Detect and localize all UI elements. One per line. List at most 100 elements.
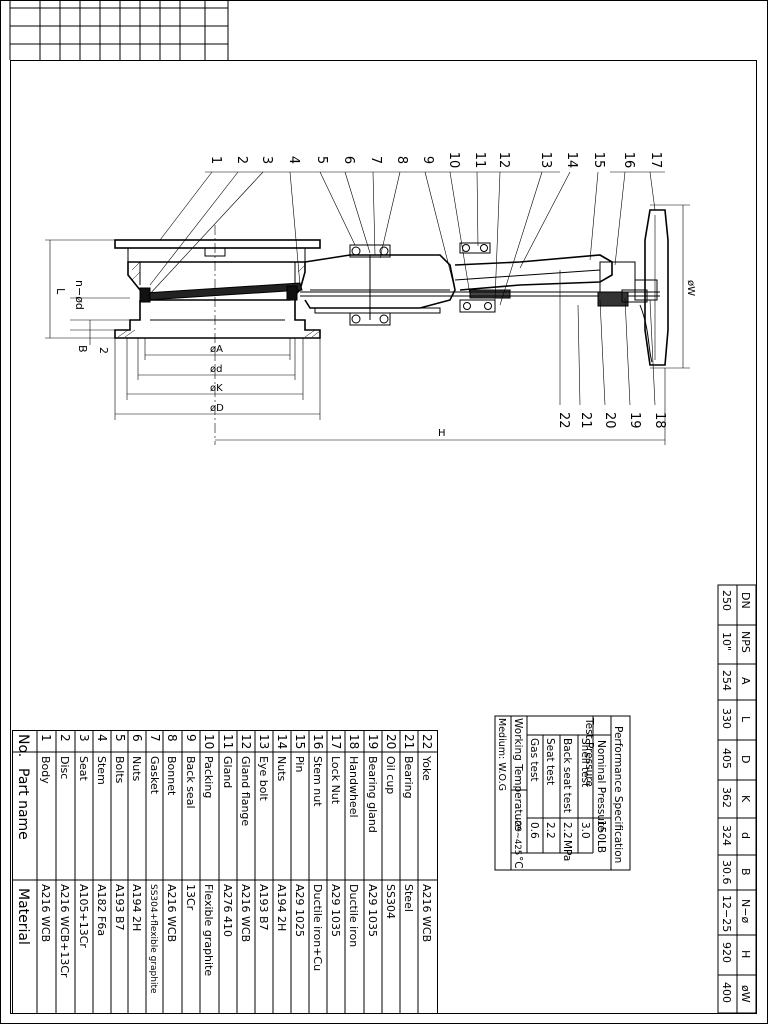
- valve-drawing: [114, 209, 669, 445]
- spec-row-3-name: Gas test: [528, 738, 540, 782]
- bonnet: [304, 254, 456, 309]
- parts-row-21-no: 21: [402, 734, 416, 749]
- parts-row-13-material: A193 B7: [257, 884, 270, 931]
- parts-row-4-no: 4: [95, 734, 109, 742]
- dimension-table: DN NPS A L D K d B N−ø H øW 250 10" 254 …: [717, 584, 757, 1014]
- dim-table-header-K: K: [739, 795, 752, 803]
- parts-list-table: No. Part name Material: [12, 730, 438, 1014]
- parts-row-12-name: Gland flange: [239, 756, 252, 826]
- balloon-22: 22: [556, 412, 571, 429]
- balloon-12: 12: [496, 152, 511, 169]
- parts-row-5-no: 5: [113, 734, 127, 742]
- balloon-3: 3: [259, 156, 274, 164]
- parts-row-17-no: 17: [329, 734, 343, 749]
- spec-medium: Medium: W.O.G: [496, 718, 507, 791]
- balloon-16: 16: [621, 152, 636, 169]
- parts-row-18-name: Handwheel: [347, 756, 360, 818]
- spec-title: Performance Specification: [612, 726, 624, 863]
- spec-test-label: Test Pressure: [583, 717, 595, 787]
- parts-row-16-name: Stem nut: [311, 756, 324, 807]
- balloon-21: 21: [578, 412, 593, 429]
- dim-table-value-DN: 250: [720, 590, 733, 611]
- dim-W: øW: [685, 280, 696, 296]
- spec-nominal-label: Nominal Pressure: [595, 740, 607, 832]
- parts-row-7-name: Gasket: [148, 756, 161, 795]
- dim-table-value-NPS: 10": [720, 632, 733, 651]
- dim-table-value-D: 405: [720, 748, 733, 769]
- parts-row-19-name: Bearing gland: [366, 756, 379, 833]
- dim-table-value-A: 254: [720, 670, 733, 691]
- parts-row-6-no: 6: [130, 734, 144, 742]
- parts-row-10-material: Flexible graphite: [202, 884, 215, 976]
- dim-table-header-L: L: [739, 716, 752, 723]
- parts-row-8-material: A216 WCB: [165, 884, 178, 942]
- dim-table-value-d: 324: [720, 825, 733, 846]
- eye-bolt-upper: [459, 242, 491, 254]
- parts-row-15-material: A29 1025: [293, 884, 306, 937]
- parts-row-3-name: Seat: [77, 756, 90, 781]
- parts-row-8-name: Bonnet: [165, 756, 178, 796]
- parts-row-11-material: A276 410: [221, 884, 234, 937]
- disc-wedge: [144, 282, 303, 301]
- dim-L: L: [54, 288, 67, 295]
- balloon-11: 11: [472, 152, 487, 169]
- dim-D: øD: [210, 403, 224, 414]
- parts-header-material: Material: [15, 888, 31, 945]
- parts-row-22-material: A216 WCB: [420, 884, 433, 942]
- parts-row-1-name: Body: [39, 756, 52, 784]
- spec-row-2-name: Seat test: [544, 738, 556, 785]
- parts-row-6-name: Nuts: [130, 756, 143, 782]
- bonnet-bolt-lower: [349, 312, 391, 326]
- yoke: [454, 254, 613, 291]
- balloon-20: 20: [602, 412, 617, 429]
- parts-row-14-no: 14: [275, 734, 289, 749]
- parts-row-3-material: A105+13Cr: [77, 884, 90, 948]
- spec-temp-unit: °C: [512, 856, 524, 869]
- dim-B: B: [76, 345, 89, 353]
- dim-table-header-DN: DN: [739, 592, 752, 609]
- balloon-10: 10: [446, 152, 461, 169]
- parts-row-18-no: 18: [347, 734, 361, 749]
- spec-nominal-value: 150LB: [595, 820, 607, 853]
- parts-row-16-no: 16: [311, 734, 325, 749]
- dim-table-header-D: D: [739, 755, 752, 763]
- parts-row-20-material: SS304: [384, 884, 397, 919]
- dim-table-header-N: N−ø: [739, 899, 752, 923]
- dim-table-header-NPS: NPS: [739, 631, 752, 653]
- dim-B-val: 2: [97, 347, 110, 354]
- balloon-15: 15: [591, 152, 606, 169]
- parts-row-20-no: 20: [384, 734, 398, 749]
- balloon-13: 13: [538, 152, 553, 169]
- dim-table-value-N: 12−25: [720, 895, 733, 932]
- title-grid: [9, 0, 229, 60]
- parts-row-12-material: A216 WCB: [239, 884, 252, 942]
- dimensions: L n−ød B 2 øA ød øK øD H: [45, 204, 696, 445]
- spec-row-2-value: 2.2: [544, 822, 556, 839]
- balloon-8: 8: [394, 156, 409, 164]
- parts-row-10-name: Packing: [202, 756, 215, 798]
- spec-row-1-name: Back seat test: [561, 738, 573, 813]
- parts-row-12-no: 12: [239, 734, 253, 749]
- dim-n-od: n−ød: [73, 280, 86, 310]
- parts-row-4-material: A182 F6a: [95, 884, 108, 936]
- parts-row-2-material: A216 WCB+13Cr: [58, 884, 71, 978]
- parts-row-15-name: Pin: [293, 756, 306, 772]
- body-flange-bottom: [114, 300, 321, 339]
- parts-row-19-material: A29 1035: [366, 884, 379, 937]
- parts-row-21-material: Steel: [402, 884, 415, 912]
- parts-row-8-no: 8: [165, 734, 179, 742]
- balloon-17: 17: [648, 152, 663, 169]
- dim-d: ød: [210, 364, 222, 375]
- balloon-9: 9: [420, 156, 435, 164]
- parts-row-20-name: Oil cup: [384, 756, 397, 794]
- parts-row-22-no: 22: [420, 734, 434, 749]
- parts-row-21-name: Bearing: [402, 756, 415, 799]
- parts-row-18-material: Ductile iron: [347, 884, 360, 947]
- dim-table-value-W: 400: [720, 982, 733, 1003]
- dim-table-value-B: 30.6: [720, 860, 733, 885]
- dim-table-header-W: øW: [739, 985, 752, 1003]
- parts-header-name: Part name: [15, 768, 31, 840]
- parts-row-10-no: 10: [202, 734, 216, 749]
- parts-row-11-name: Gland: [221, 756, 234, 788]
